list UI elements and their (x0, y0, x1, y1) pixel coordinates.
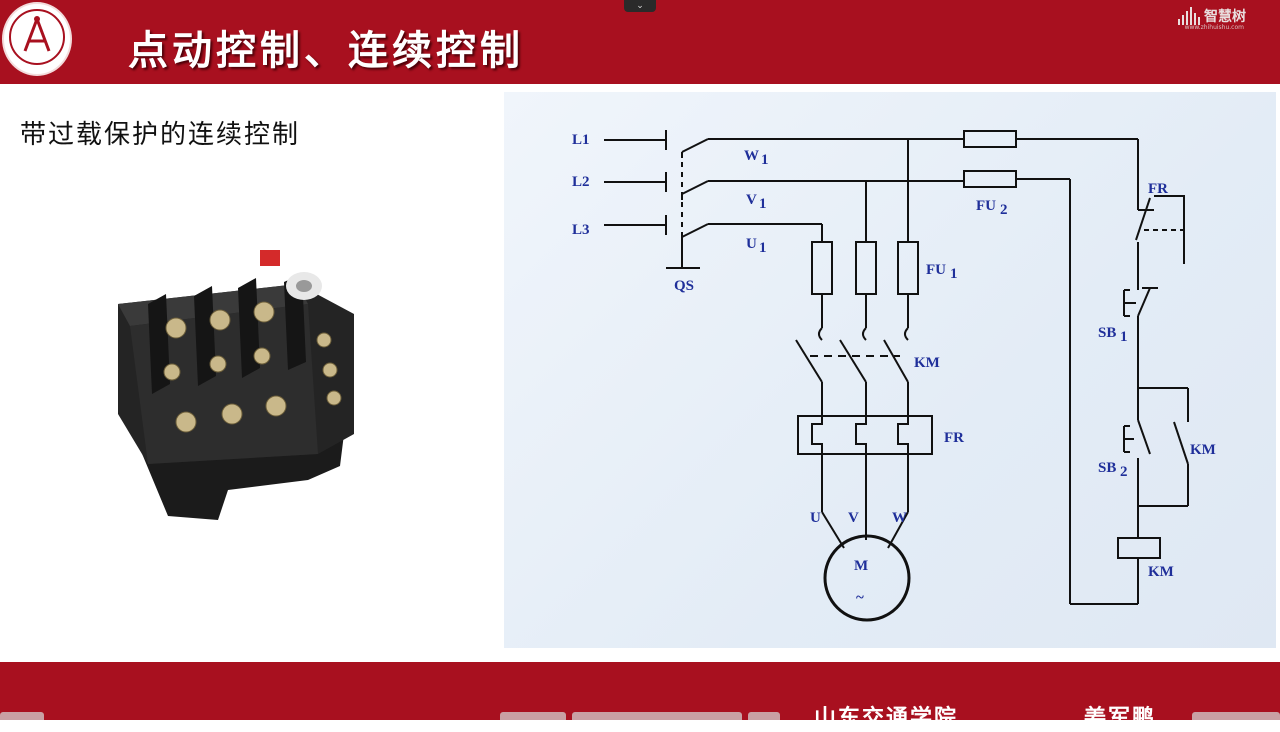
label-KM-coil: KM (1148, 564, 1174, 580)
label-L3: L3 (572, 222, 590, 238)
label-FU2-sub: 2 (1000, 202, 1008, 218)
slide-header: 点动控制、连续控制 智慧树 www.zhihuishu.com (0, 0, 1280, 84)
label-FR-main: FR (944, 430, 964, 446)
motor-ac-symbol: ~ (856, 590, 864, 606)
brand-url: www.zhihuishu.com (1184, 24, 1244, 31)
footer-school: 山东交通学院 (814, 706, 959, 731)
label-W1: W (744, 148, 759, 164)
label-V1-sub: 1 (759, 196, 767, 212)
brand-name: 智慧树 (1204, 9, 1246, 25)
label-SB1-sub: 1 (1120, 329, 1128, 345)
label-FU1-sub: 1 (950, 266, 958, 282)
circuit-diagram: L1 L2 L3 QS W 1 V 1 U 1 FU 2 FU 1 KM FR … (504, 92, 1276, 648)
slide-footer (0, 662, 1280, 720)
label-KM-main: KM (914, 355, 940, 371)
label-SB1: SB (1098, 325, 1116, 341)
label-FU2: FU (976, 198, 996, 214)
label-SB2-sub: 2 (1120, 464, 1128, 480)
label-FR-ctrl: FR (1148, 181, 1168, 197)
slide-title: 点动控制、连续控制 (128, 28, 524, 74)
player-control-right[interactable] (748, 712, 780, 720)
label-QS: QS (674, 278, 694, 294)
signal-bars-icon (1178, 7, 1200, 25)
label-V1: V (746, 192, 757, 208)
label-L1: L1 (572, 132, 590, 148)
player-control-left[interactable] (500, 712, 566, 720)
label-U: U (810, 510, 821, 526)
player-control-prev[interactable] (0, 712, 44, 720)
label-W1-sub: 1 (761, 152, 769, 168)
footer-author: 姜军鹏 (1084, 706, 1157, 731)
motor-label: M (854, 558, 868, 574)
label-L2: L2 (572, 174, 590, 190)
player-control-settings[interactable] (1192, 712, 1280, 720)
label-U1-sub: 1 (759, 240, 767, 256)
university-logo (2, 2, 72, 76)
label-W: W (892, 510, 907, 526)
brand-logo: 智慧树 (1178, 6, 1246, 26)
chevron-down-icon[interactable]: ⌄ (624, 0, 656, 12)
slide-subtitle: 带过载保护的连续控制 (20, 120, 301, 150)
label-U1: U (746, 236, 757, 252)
player-progress-bar[interactable] (572, 712, 742, 720)
thermal-relay-image (108, 244, 370, 532)
label-KM-aux: KM (1190, 442, 1216, 458)
label-SB2: SB (1098, 460, 1116, 476)
label-FU1: FU (926, 262, 946, 278)
label-V: V (848, 510, 859, 526)
